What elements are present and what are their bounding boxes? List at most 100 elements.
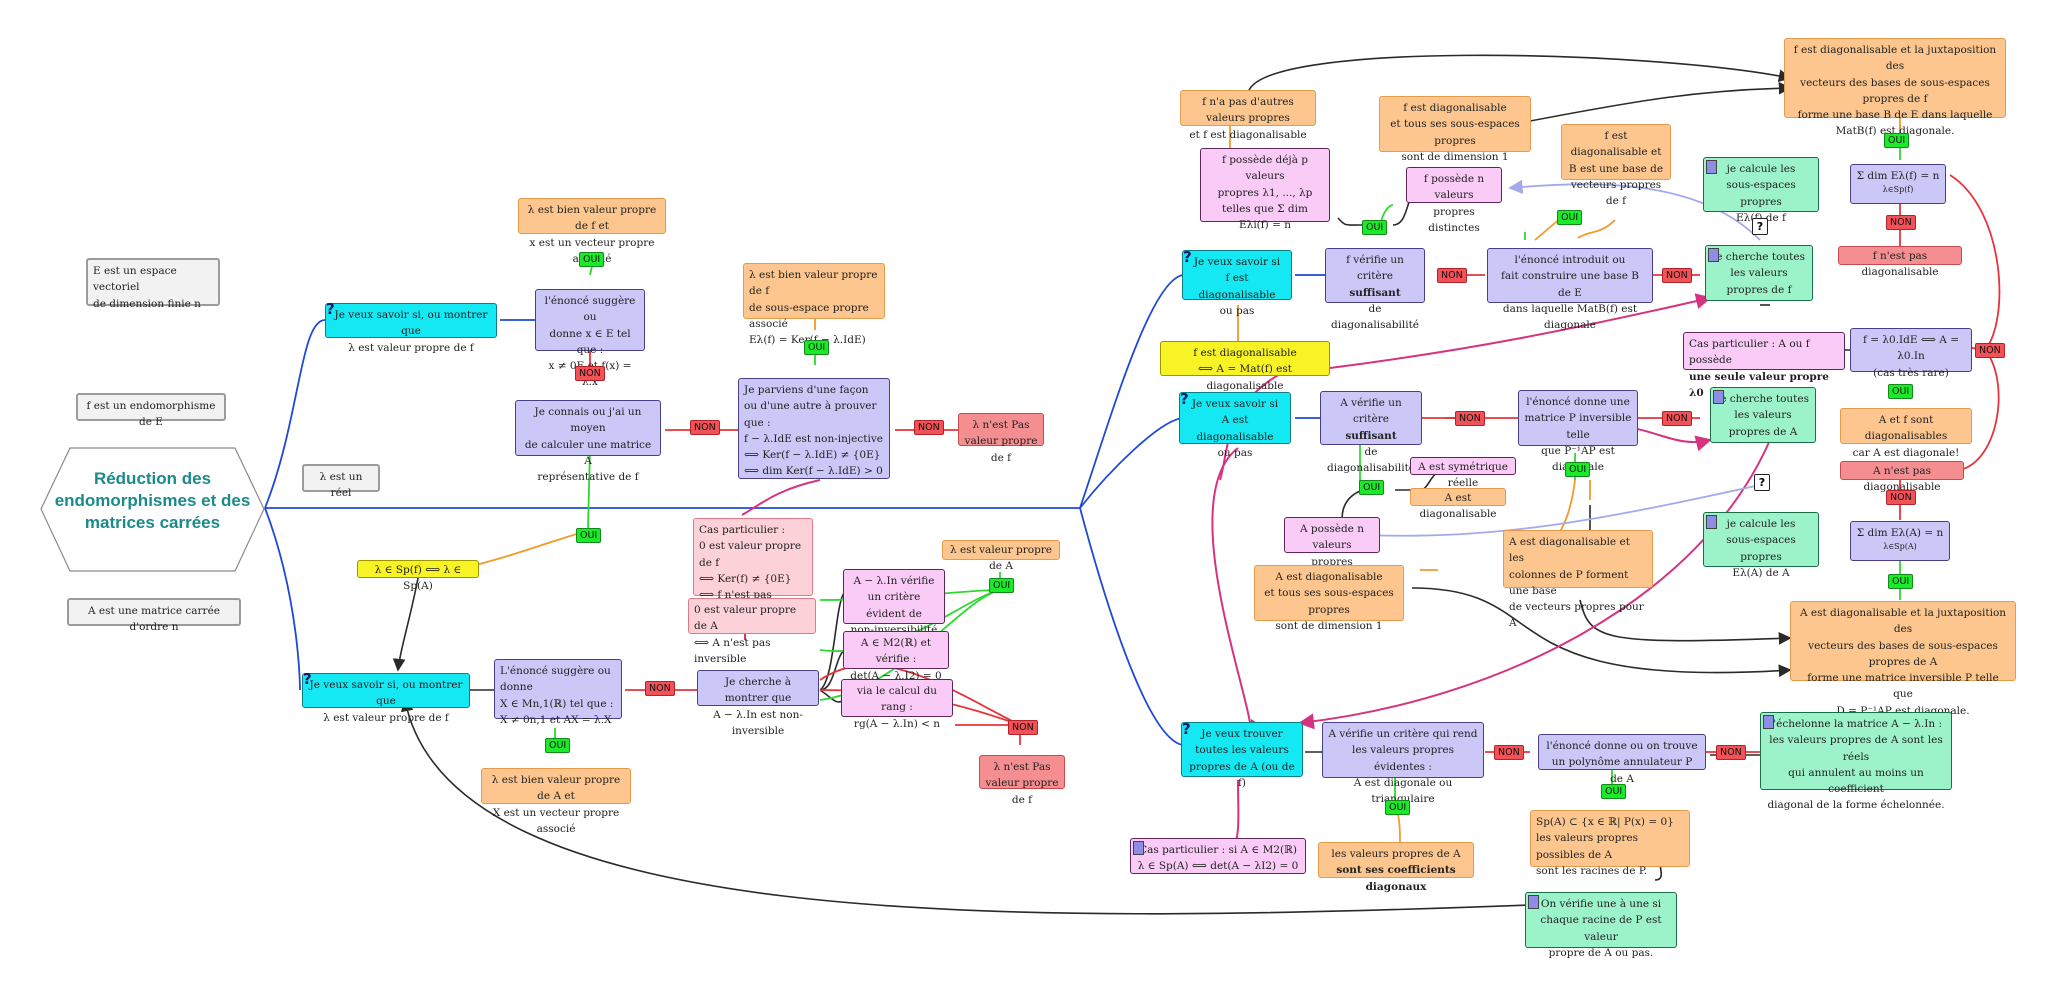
text-line: ou pas [1219, 304, 1255, 317]
text-line: Eλ(f) de f [1736, 211, 1786, 224]
text-line: de vecteurs propres pour A [1509, 601, 1644, 630]
text-line: je cherche toutes [1716, 393, 1809, 405]
text-line: colonnes de P forment une base [1509, 568, 1629, 597]
text-line: Je veux savoir si [1193, 256, 1281, 268]
node-f-possede-p: f possède déjà p valeurs propres λ1, ...… [1200, 148, 1330, 231]
node-a-diag-dim1: A est diagonalisable et tous ses sous-es… [1254, 565, 1404, 632]
text-line: λ est valeur propre de f [323, 711, 449, 724]
text-line: de diagonalisabilité [1327, 445, 1415, 475]
node-f-juxta: f est diagonalisable et la juxtaposition… [1784, 38, 2006, 137]
title-line: matrices carrées [84, 513, 221, 533]
text-line: sont ses coefficients diagonaux [1336, 864, 1456, 893]
text-line: ⟺ Ker(f) ≠ {0E} [699, 572, 792, 585]
node-a-symetrique: A est symétrique réelle [1410, 457, 1516, 489]
text-line: Σ dim Eλ(f) = n [1856, 170, 1940, 182]
question-icon: ? [1180, 390, 1189, 408]
non-label: NON [1008, 720, 1038, 735]
text-line: A est diagonalisable et la juxtaposition… [1799, 607, 2007, 636]
text-line: sous-espaces propres [1726, 534, 1796, 563]
node-f-possede-n: f possède n valeurs propres distinctes [1406, 167, 1502, 234]
node-f-critere: f vérifie un critère suffisant de diagon… [1325, 248, 1425, 331]
text-line: λ n'est Pas [972, 419, 1030, 431]
text-line: les valeurs [1730, 267, 1788, 280]
node-a-enonce-p: l'énoncé donne une matrice P inversible … [1518, 390, 1638, 473]
context-e-space: E est un espace vectoriel de dimension f… [86, 258, 220, 310]
text-line: X est un vecteur propre associé [492, 806, 620, 835]
map-title: Réduction des endomorphismes et des matr… [40, 468, 265, 534]
text-line: λ ∈ Sp(f) ⟺ λ ∈ Sp(A) [374, 564, 462, 593]
text-line: suffisant [1349, 286, 1401, 299]
oui-label: OUI [1888, 574, 1914, 589]
text-line: 0 est valeur propre de f [699, 540, 802, 569]
node-enonce-X: L'énoncé suggère ou donne X ∈ Mn,1(ℝ) te… [494, 659, 622, 726]
oui-label: OUI [804, 340, 830, 355]
oui-label: OUI [1362, 220, 1388, 235]
text-line: A est diagonalisable [1419, 492, 1497, 521]
text-line: propres de A (ou de f) [1189, 760, 1295, 789]
text-line: f = λ0.IdE ⟺ A = λ0.In [1862, 334, 1959, 363]
node-critere-evident: A − λ.In vérifie un critère évident de n… [843, 569, 945, 636]
question-lambda-vp-a[interactable]: Je veux savoir si, ou montrer que λ est … [302, 673, 470, 724]
text-line: donne x ∈ E tel que : [549, 327, 631, 356]
text-line: X ≠ 0n,1 et AX = λ.X [500, 713, 612, 726]
text-line: je cherche toutes [1712, 251, 1805, 263]
text-line: je calcule les [1726, 163, 1796, 175]
text-line: l'énoncé donne ou on trouve [1546, 740, 1698, 752]
node-f-diag-base: f est diagonalisable et B est une base d… [1561, 124, 1671, 207]
text-line: A est diagonalisable [1275, 571, 1383, 583]
node-enonce-x: l'énoncé suggère ou donne x ∈ E tel que … [535, 289, 645, 388]
text-line: Sp(A) ⊂ {x ∈ ℝ| P(x) = 0} [1536, 816, 1674, 828]
node-cherche-non-inversible: Je cherche à montrer que A − λ.In est no… [697, 670, 819, 737]
question-icon: ? [1183, 248, 1192, 266]
note-icon [1763, 715, 1774, 729]
text-line: A ∈ M2(ℝ) et vérifie : [860, 637, 932, 666]
text-line: de calculer une matrice A [524, 438, 652, 467]
non-label: NON [1716, 745, 1746, 760]
question-lambda-vp-f[interactable]: Je veux savoir si, ou montrer que λ est … [325, 303, 497, 354]
node-f-enonce-base: l'énoncé introduit ou fait construire un… [1487, 248, 1653, 331]
text-line: et f est diagonalisable [1189, 128, 1307, 141]
node-polynome-annulateur: l'énoncé donne ou on trouve un polynôme … [1538, 734, 1706, 785]
text-line: propre de A ou pas. [1548, 946, 1654, 959]
text-line: les valeurs propres de A sont les réels [1769, 734, 1943, 763]
node-sp-inclus: Sp(A) ⊂ {x ∈ ℝ| P(x) = 0} les valeurs pr… [1530, 810, 1690, 877]
question-trouver-vp[interactable]: Je veux trouver toutes les valeurs propr… [1181, 722, 1303, 789]
oui-label: OUI [576, 528, 602, 543]
text-line: L'énoncé suggère ou donne [500, 665, 611, 694]
question-a-diag[interactable]: Je veux savoir si A est diagonalisable o… [1179, 392, 1291, 459]
node-f-sum-dim: Σ dim Eλ(f) = n λ∈Sp(f) [1850, 164, 1946, 204]
node-bien-vp-a: λ est bien valeur propre de A et X est u… [481, 768, 631, 835]
text-line: dans laquelle MatB(f) est diagonale [1502, 302, 1638, 332]
text-line: λ ∈ Sp(A) ⟺ det(A − λI2) = 0 [1137, 860, 1299, 873]
text-line: propres de f [1726, 283, 1792, 296]
node-f-cherche-vp: je cherche toutes les valeurs propres de… [1705, 245, 1813, 301]
text-line: Cas particulier : si A ∈ M2(ℝ) [1139, 844, 1297, 856]
text-line: Je parviens d'une façon [744, 384, 869, 396]
text-line: f est diagonalisable [1403, 102, 1507, 114]
text-line: ou d'une autre à prouver que : [744, 400, 877, 429]
text-line: car A est diagonale! [1852, 446, 1960, 459]
text-line: un critère évident de [866, 591, 922, 620]
text-line: les valeurs propres possibles de A [1536, 832, 1638, 861]
non-label: NON [1455, 411, 1485, 426]
text-line: un polynôme annulateur P de A [1551, 756, 1693, 785]
text-line: les valeurs propres évidentes : [1352, 744, 1454, 773]
title-line: endomorphismes [54, 491, 197, 511]
text-line: propres distinctes [1428, 205, 1480, 234]
node-f-pas-diag: f n'est pas diagonalisable [1838, 246, 1962, 278]
text-line: et tous ses sous-espaces propres [1264, 587, 1394, 616]
text-line: Je connais ou j'ai un moyen [534, 406, 642, 435]
node-cas-particulier-m2: Cas particulier : si A ∈ M2(ℝ) λ ∈ Sp(A)… [1130, 838, 1306, 874]
question-f-diag[interactable]: Je veux savoir si f est diagonalisable o… [1182, 250, 1292, 317]
text-line: f vérifie un critère [1346, 254, 1404, 283]
text-line: je calcule les [1726, 518, 1796, 530]
oui-label: OUI [1385, 800, 1411, 815]
non-label: NON [1494, 745, 1524, 760]
question-box-icon: ? [1754, 474, 1770, 491]
text-line: Eλ(A) de A [1732, 566, 1790, 579]
text-line: f possède n valeurs [1423, 173, 1485, 202]
text-line: λ∈Sp(f) [1882, 185, 1914, 195]
text-line: B est une base de [1568, 162, 1664, 175]
text-line: λ est bien valeur propre de A et [491, 774, 621, 803]
node-lambda0-id: f = λ0.IdE ⟺ A = λ0.In (cas très rare) [1850, 328, 1972, 379]
